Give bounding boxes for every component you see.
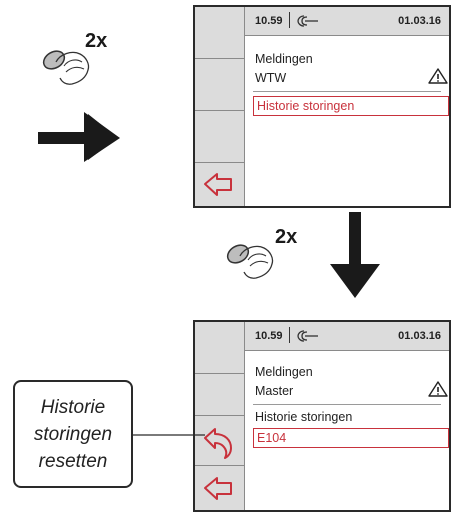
softkey-2[interactable] (195, 366, 244, 416)
time-display: 10.59 (255, 330, 283, 342)
screen-area: 10.59 01.03.16 Meldingen Master Historie… (245, 322, 449, 510)
softkey-reset[interactable] (195, 416, 244, 466)
section-title: Historie storingen (255, 410, 353, 424)
connection-icon (297, 330, 318, 342)
softkey-1[interactable] (195, 322, 244, 374)
selected-menu-item-label: Historie storingen (257, 99, 355, 113)
softkey-3[interactable] (195, 111, 244, 163)
selected-menu-item[interactable]: Historie storingen (253, 96, 449, 116)
arrow-right-icon (38, 112, 120, 162)
softkey-column (195, 322, 245, 510)
softkey-back[interactable] (195, 466, 244, 510)
softkey-1[interactable] (195, 7, 244, 59)
time-display: 10.59 (255, 15, 283, 27)
softkey-2[interactable] (195, 59, 244, 111)
menu-title: Meldingen (255, 52, 313, 66)
date-display: 01.03.16 (398, 330, 441, 342)
selected-error-item-label: E104 (257, 431, 287, 445)
connection-icon (297, 15, 318, 27)
warning-icon (428, 68, 448, 84)
display-panel-2: 10.59 01.03.16 Meldingen Master Historie… (193, 320, 451, 512)
status-bar: 10.59 01.03.16 (245, 322, 449, 351)
status-bar: 10.59 01.03.16 (245, 7, 449, 36)
menu-title: Meldingen (255, 365, 313, 379)
press-count-label: 2x (85, 30, 108, 52)
back-arrow-icon (204, 477, 232, 500)
date-display: 01.03.16 (398, 15, 441, 27)
back-arrow-icon (204, 173, 232, 196)
tap-hand-icon (226, 244, 274, 279)
callout-line-1: Historie (40, 397, 106, 418)
menu-value: WTW (255, 71, 287, 85)
softkey-column (195, 7, 245, 206)
divider (253, 404, 441, 405)
callout-box: Historie storingen resetten (13, 380, 133, 488)
menu-value: Master (255, 384, 294, 398)
callout-line-2: storingen (33, 424, 113, 445)
display-panel-1: 10.59 01.03.16 Meldingen WTW Historie st… (193, 5, 451, 208)
warning-icon (428, 381, 448, 397)
softkey-back[interactable] (195, 163, 244, 206)
screen-area: 10.59 01.03.16 Meldingen WTW Historie st… (245, 7, 449, 206)
press-count-label: 2x (275, 226, 298, 248)
status-separator (289, 327, 290, 343)
reset-arrow-icon (204, 428, 232, 459)
callout-connector (133, 434, 205, 436)
arrow-down-icon (330, 212, 380, 298)
callout-line-3: resetten (38, 451, 108, 472)
tap-hand-icon (42, 50, 90, 85)
divider (253, 91, 441, 92)
status-separator (289, 12, 290, 28)
selected-error-item[interactable]: E104 (253, 428, 449, 448)
